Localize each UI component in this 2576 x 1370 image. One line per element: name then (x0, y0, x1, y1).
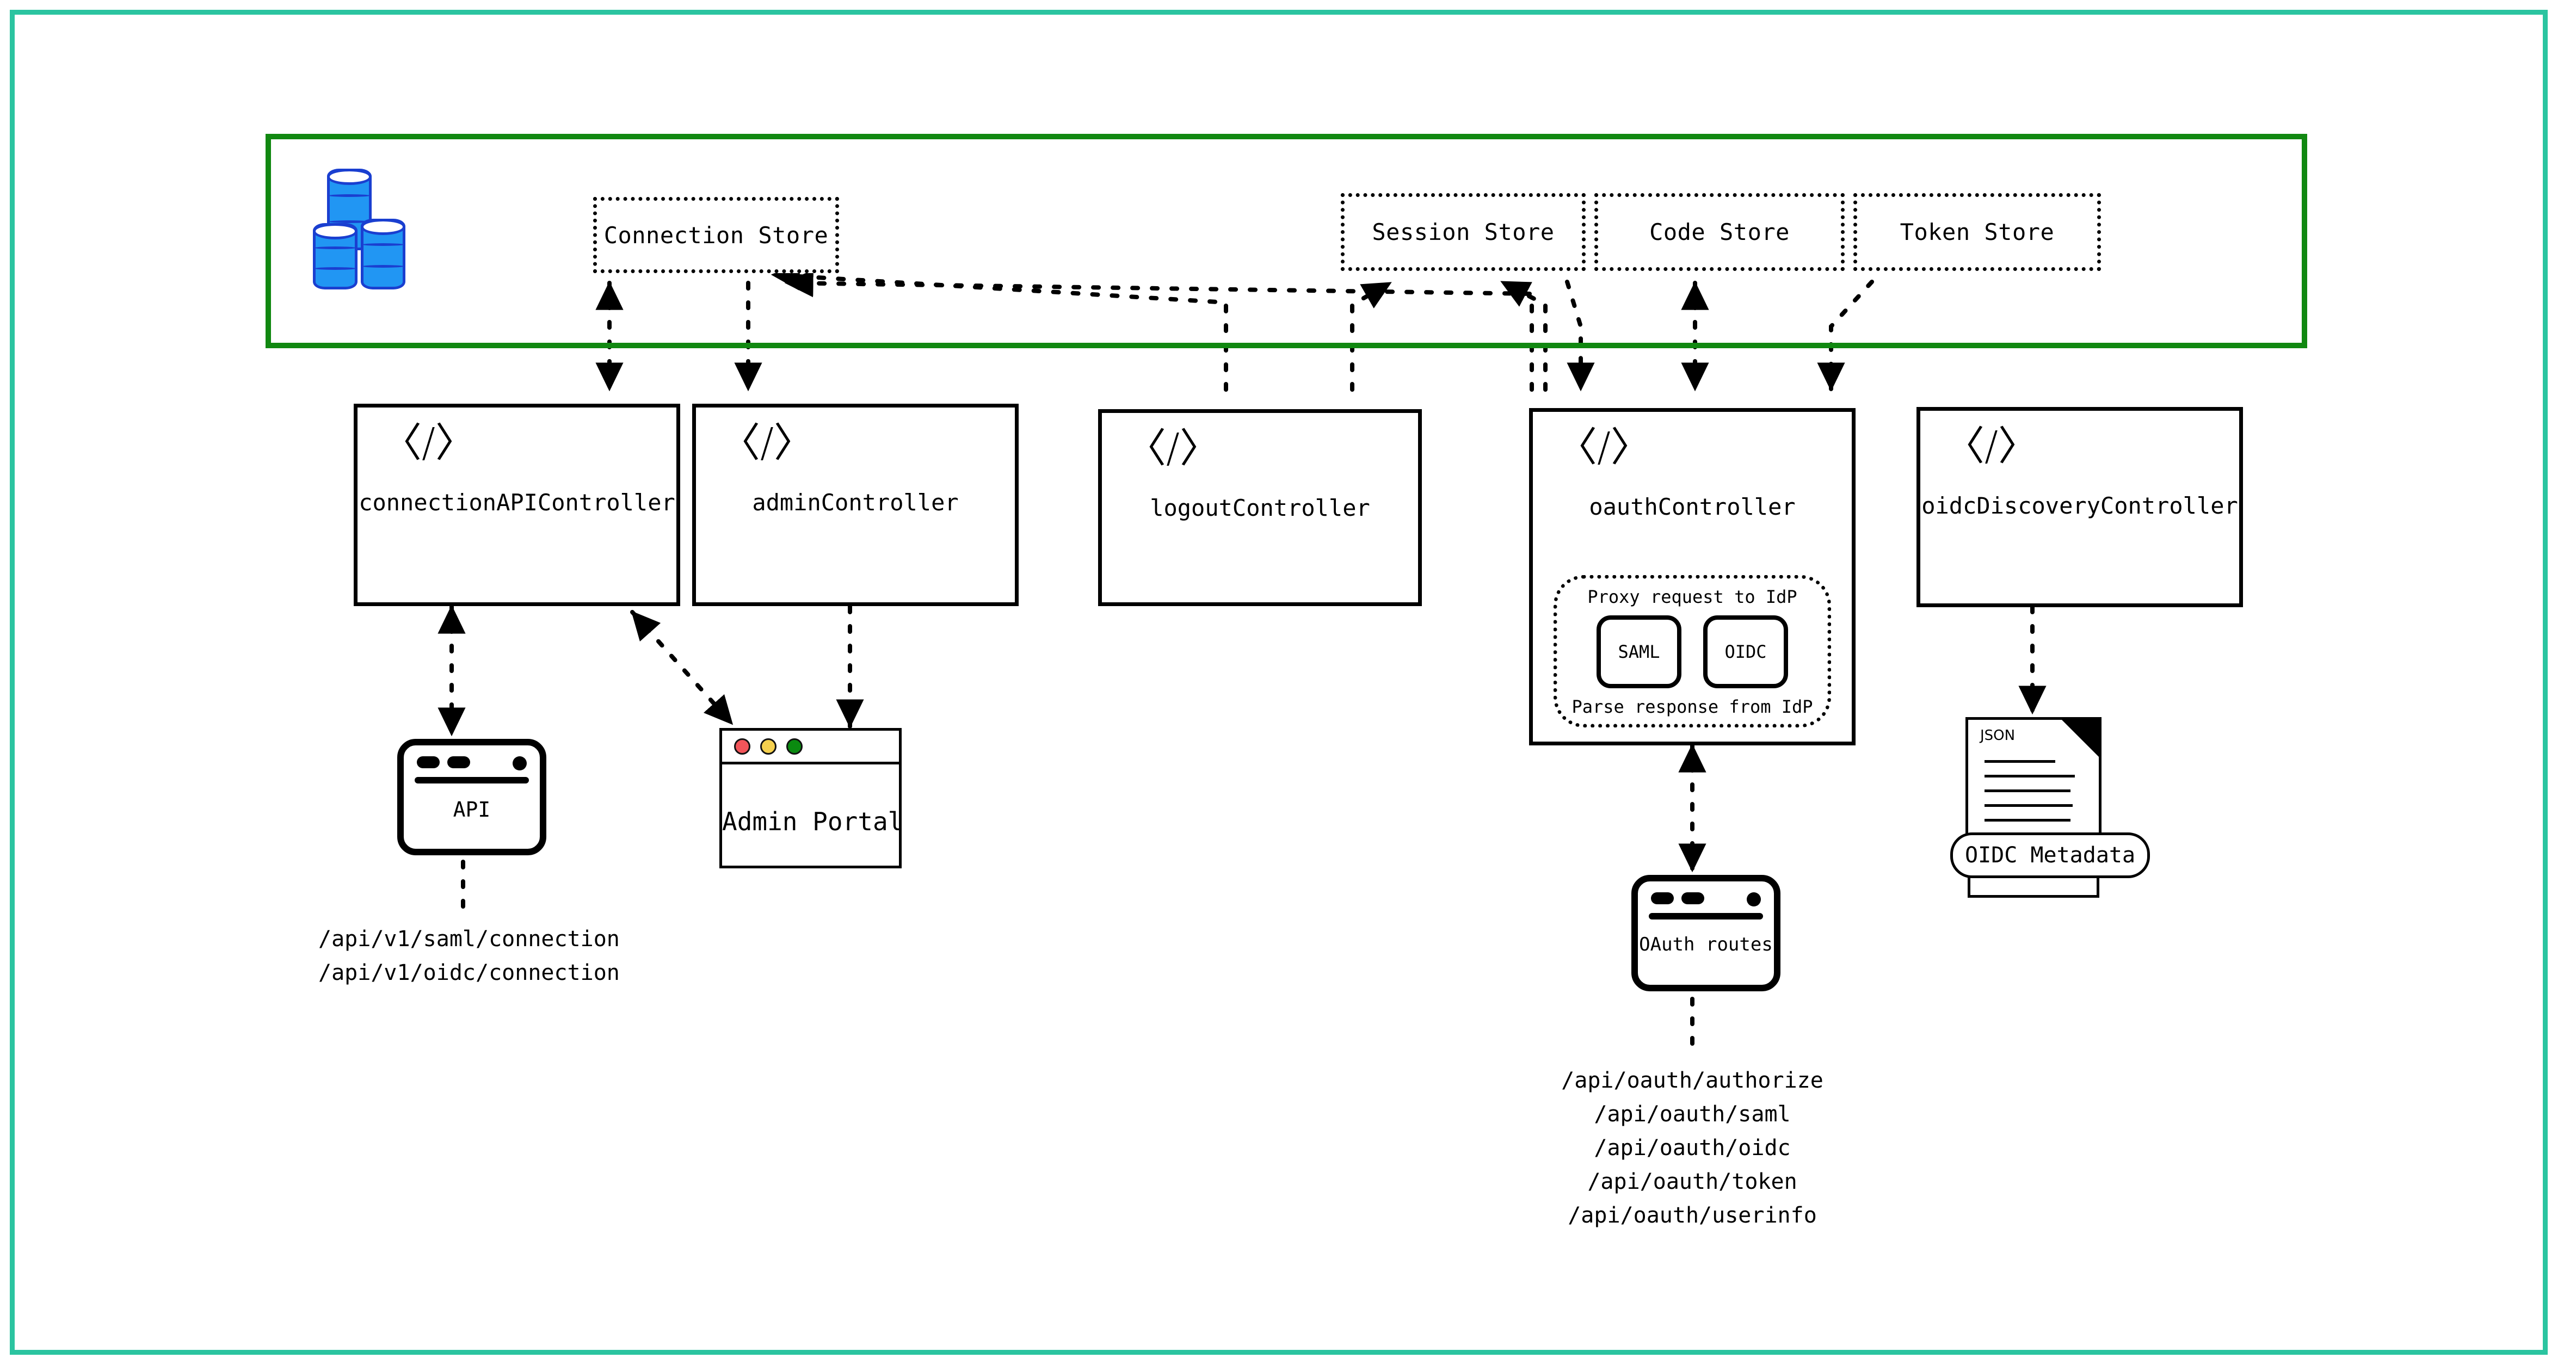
oauth-controller-label: oauthController (1589, 493, 1796, 520)
connection-api-endpoints: /api/v1/saml/connection /api/v1/oidc/con… (318, 922, 620, 990)
admin-portal-window[interactable]: Admin Portal (719, 728, 903, 868)
oauth-controller[interactable]: 〈/〉 oauthController Proxy request to IdP… (1529, 408, 1856, 745)
code-icon: 〈/〉 (1557, 424, 1651, 471)
endpoint-item: /api/oauth/oidc (1594, 1136, 1791, 1161)
token-store-label: Token Store (1900, 219, 2055, 245)
saml-chip[interactable]: SAML (1597, 615, 1681, 688)
oidc-chip[interactable]: OIDC (1703, 615, 1788, 688)
endpoint-item: /api/oauth/token (1587, 1169, 1797, 1194)
logout-controller-label: logoutController (1150, 495, 1370, 521)
code-icon: 〈/〉 (720, 419, 814, 466)
code-icon: 〈/〉 (1126, 425, 1220, 472)
traffic-light-red (734, 738, 750, 755)
outer-frame (10, 10, 2548, 1355)
window-control-dots (1651, 892, 1704, 904)
oidc-metadata-document[interactable]: JSON OIDC Metadata (1950, 717, 2150, 900)
api-window-icon[interactable]: API (397, 739, 546, 855)
window-divider (1649, 913, 1763, 919)
endpoint-item: /api/oauth/authorize (1561, 1068, 1823, 1093)
endpoint-item: /api/v1/oidc/connection (318, 960, 620, 985)
endpoint-item: /api/oauth/saml (1594, 1102, 1791, 1127)
oidc-chip-label: OIDC (1724, 641, 1767, 662)
oauth-endpoints: /api/oauth/authorize /api/oauth/saml /ap… (1529, 1064, 1856, 1232)
json-file-type-label: JSON (1980, 727, 2016, 744)
session-store[interactable]: Session Store (1341, 193, 1586, 271)
document-text-lines (1985, 760, 2082, 834)
code-icon: 〈/〉 (1944, 423, 2038, 470)
code-store-label: Code Store (1649, 219, 1790, 245)
window-divider (415, 777, 529, 783)
store-layer-boundary (266, 134, 2307, 348)
admin-controller-label: adminController (752, 489, 959, 516)
window-control-dots (417, 756, 470, 768)
session-store-label: Session Store (1372, 219, 1555, 245)
connection-store-label: Connection Store (603, 221, 829, 249)
parse-response-caption: Parse response from IdP (1572, 696, 1813, 717)
connection-api-controller[interactable]: 〈/〉 connectionAPIController (354, 404, 680, 606)
traffic-light-green (786, 738, 803, 755)
traffic-light-yellow (760, 738, 777, 755)
admin-portal-label: Admin Portal (722, 807, 903, 836)
connection-api-controller-label: connectionAPIController (359, 489, 675, 516)
oidc-discovery-controller-label: oidcDiscoveryController (1921, 492, 2238, 519)
proxy-request-caption: Proxy request to IdP (1587, 587, 1797, 607)
connection-store[interactable]: Connection Store (593, 197, 839, 273)
oidc-discovery-controller[interactable]: 〈/〉 oidcDiscoveryController (1916, 407, 2243, 607)
logout-controller[interactable]: 〈/〉 logoutController (1098, 409, 1422, 606)
oauth-routes-label: OAuth routes (1639, 934, 1773, 955)
database-stack-icon (313, 169, 433, 289)
oauth-routes-window-icon[interactable]: OAuth routes (1631, 875, 1780, 991)
protocol-chip-group: SAML OIDC (1597, 615, 1788, 688)
admin-portal-titlebar (722, 731, 899, 764)
api-window-label: API (453, 798, 491, 822)
admin-controller[interactable]: 〈/〉 adminController (692, 404, 1019, 606)
idp-proxy-block: Proxy request to IdP SAML OIDC Parse res… (1554, 575, 1831, 727)
code-store[interactable]: Code Store (1594, 193, 1845, 271)
saml-chip-label: SAML (1618, 641, 1660, 662)
window-menu-dot (513, 756, 527, 770)
oidc-metadata-label: OIDC Metadata (1950, 832, 2150, 878)
endpoint-item: /api/oauth/userinfo (1568, 1203, 1817, 1228)
page-fold-corner (2060, 718, 2100, 758)
window-menu-dot (1747, 892, 1761, 906)
endpoint-item: /api/v1/saml/connection (318, 927, 620, 952)
code-icon: 〈/〉 (381, 419, 476, 466)
token-store[interactable]: Token Store (1853, 193, 2101, 271)
